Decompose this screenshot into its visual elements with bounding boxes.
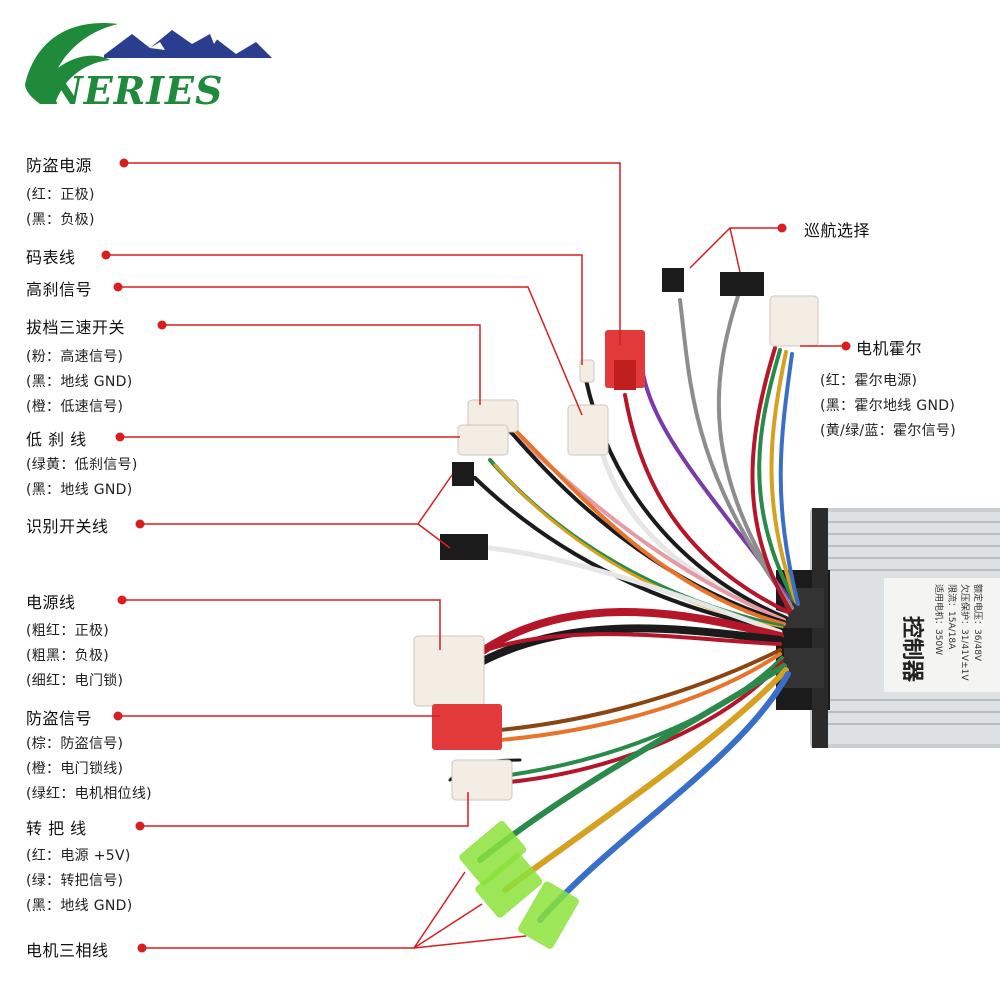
controller-spec-1: 额定电压：36/48V — [972, 584, 982, 662]
wire-bundle — [448, 288, 800, 923]
label-speedometer: 码表线 — [26, 248, 76, 267]
controller-spec-3: 限流：15A/18A — [946, 584, 956, 650]
label-motor-hall-line-3: (黄/绿/蓝：霍尔信号) — [820, 423, 956, 439]
controller-title: 控制器 — [899, 616, 924, 683]
label-power-line-line-1: (粗红：正极) — [26, 623, 110, 639]
label-identify-switch: 识别开关线 — [26, 517, 109, 536]
label-cruise: 巡航选择 — [804, 221, 871, 240]
label-power-line-line-2: (粗黑：负极) — [26, 648, 110, 664]
label-anti-theft-signal-line-1: (棕：防盗信号) — [26, 736, 124, 752]
controller-box — [776, 508, 1000, 748]
label-low-brake-line-1: (绿黄：低刹信号) — [26, 457, 138, 473]
label-motor-hall: 电机霍尔 — [856, 339, 923, 358]
label-motor-hall-line-2: (黑：霍尔地线 GND) — [820, 398, 956, 414]
label-anti-theft-signal-line-3: (绿红：电机相位线) — [26, 786, 152, 802]
label-three-speed: 拔档三速开关 — [26, 318, 126, 337]
label-anti-theft-power: 防盗电源 — [26, 156, 93, 175]
label-anti-theft-power-line-2: (黑：负极) — [26, 212, 95, 228]
label-throttle-line-2: (绿：转把信号) — [26, 873, 124, 889]
logo-mountain-icon — [25, 23, 272, 104]
label-low-brake: 低 刹 线 — [26, 430, 87, 449]
label-throttle-line-1: (红：电源 +5V) — [26, 848, 131, 864]
label-three-speed-line-1: (粉：高速信号) — [26, 349, 124, 365]
leader-dot-icon — [101, 158, 851, 953]
label-anti-theft-signal-line-2: (橙：电门锁线) — [26, 761, 124, 777]
label-throttle: 转 把 线 — [26, 819, 87, 838]
label-high-brake: 高刹信号 — [26, 280, 93, 299]
connector-icon — [413, 268, 819, 949]
label-motor-hall-line-1: (红：霍尔电源) — [820, 373, 918, 389]
label-motor-phase: 电机三相线 — [26, 941, 109, 960]
leader-lines — [106, 162, 846, 949]
label-power-line-line-3: (细红：电门锁) — [26, 673, 124, 689]
brand-logo: NERIES — [48, 68, 224, 113]
label-power-line: 电源线 — [26, 593, 76, 612]
label-anti-theft-power-line-1: (红：正极) — [26, 187, 95, 203]
controller-spec-2: 欠压保护：31/41V±1V — [959, 584, 969, 681]
label-low-brake-line-2: (黑：地线 GND) — [26, 482, 133, 498]
controller-spec-4: 适用电机：350W — [933, 584, 943, 656]
label-three-speed-line-3: (橙：低速信号) — [26, 399, 124, 415]
label-throttle-line-3: (黑：地线 GND) — [26, 898, 133, 914]
label-anti-theft-signal: 防盗信号 — [26, 709, 93, 728]
label-three-speed-line-2: (黑：地线 GND) — [26, 374, 133, 390]
